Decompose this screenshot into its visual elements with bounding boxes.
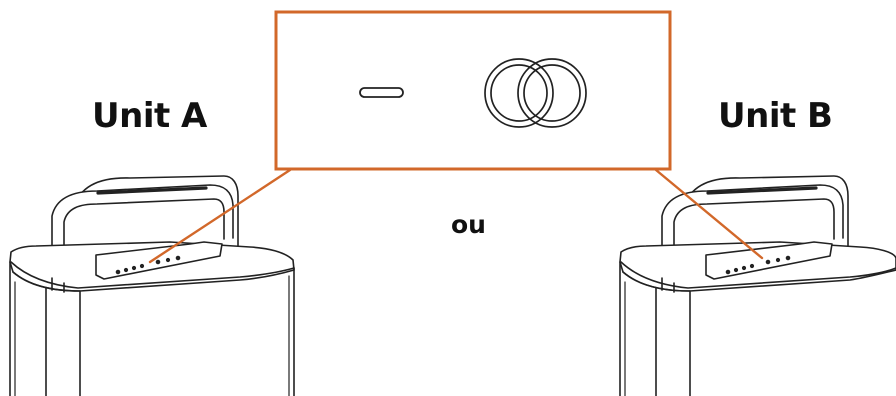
unit-a-label: Unit A	[92, 96, 207, 136]
callout-box	[274, 10, 672, 171]
callout-leader-a	[148, 168, 292, 264]
speaker-b	[619, 175, 896, 396]
minus-button-icon	[359, 87, 404, 98]
unit-b-label: Unit B	[718, 96, 833, 136]
callout-leader-b	[654, 168, 764, 260]
or-label: ou	[451, 210, 486, 239]
speaker-a	[9, 175, 295, 396]
linked-rings-icon	[484, 58, 587, 128]
